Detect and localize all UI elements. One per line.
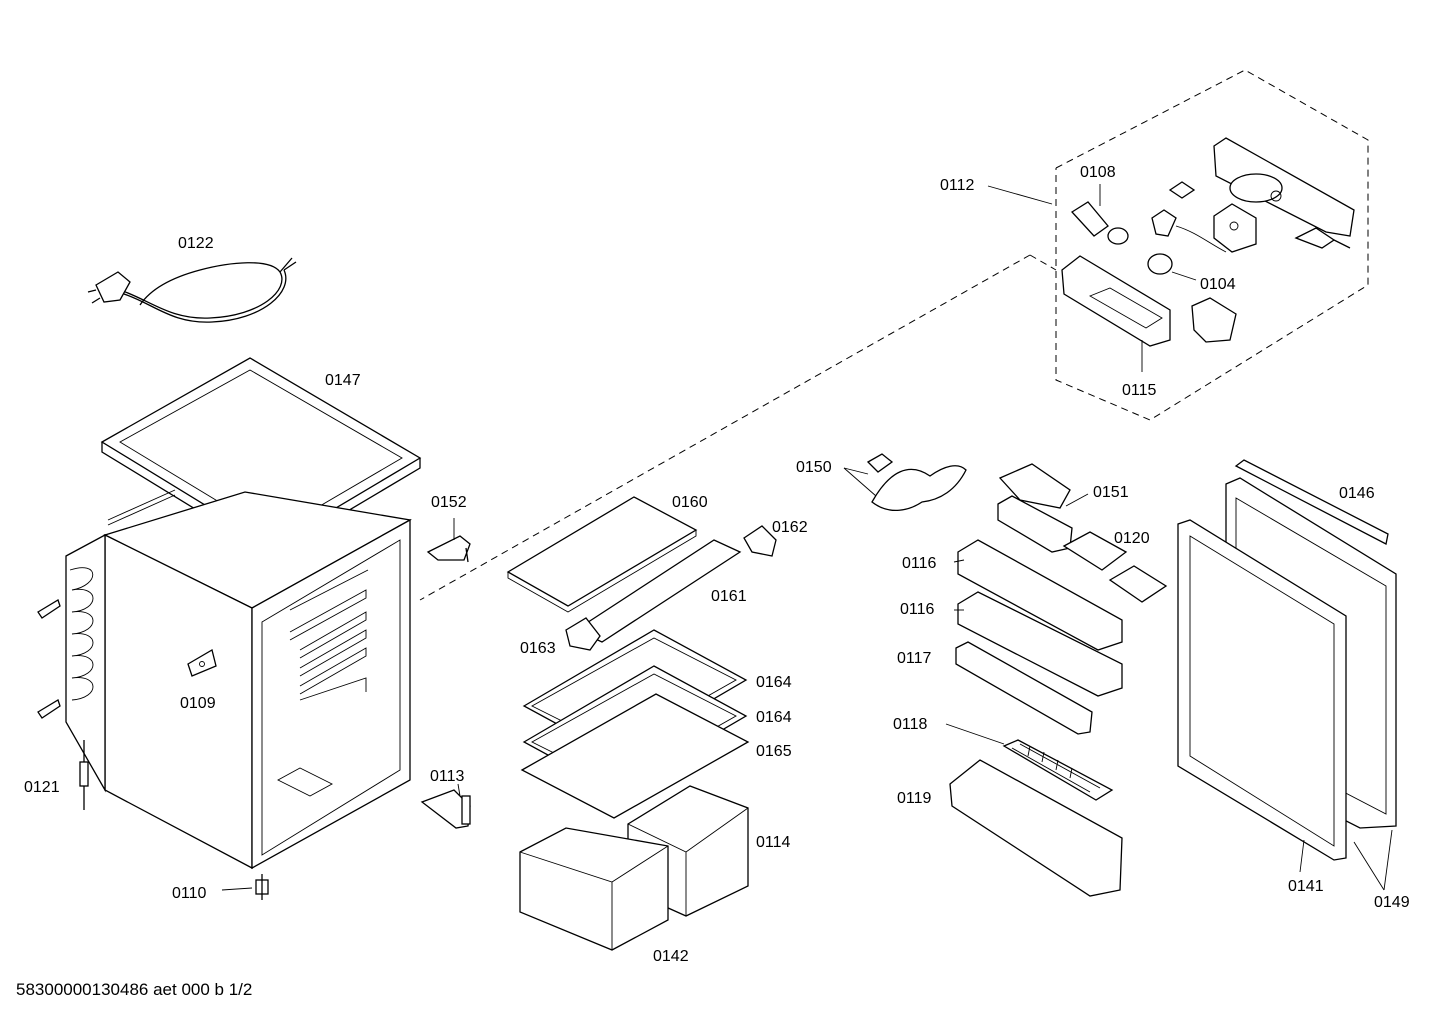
label-0108: 0108 — [1080, 164, 1116, 181]
label-0117: 0117 — [897, 650, 932, 667]
label-0164-lower: 0164 — [756, 709, 792, 726]
door-shelves-drawing — [949, 539, 1123, 897]
label-0151: 0151 — [1093, 484, 1129, 501]
label-0161: 0161 — [711, 588, 747, 605]
label-0114: 0114 — [756, 834, 791, 851]
power-cord-drawing — [87, 257, 297, 323]
leader-lines — [221, 184, 1393, 891]
drawers-drawing — [519, 785, 749, 951]
control-unit-drawing — [1061, 137, 1355, 347]
label-0147: 0147 — [325, 372, 361, 389]
detail-group-outline — [419, 69, 1369, 601]
label-0116-upper: 0116 — [902, 555, 937, 572]
label-0149: 0149 — [1374, 894, 1410, 911]
label-0141: 0141 — [1288, 878, 1324, 895]
label-0109: 0109 — [180, 695, 216, 712]
label-0110: 0110 — [172, 885, 207, 902]
document-code: 58300000130486 aet 000 b 1/2 — [16, 980, 253, 999]
label-0122: 0122 — [178, 235, 214, 252]
label-0142: 0142 — [653, 948, 689, 965]
label-0162: 0162 — [772, 519, 808, 536]
label-0113: 0113 — [430, 768, 465, 785]
label-0165: 0165 — [756, 743, 792, 760]
label-0104: 0104 — [1200, 276, 1236, 293]
label-0163: 0163 — [520, 640, 556, 657]
shelves-drawing — [506, 496, 777, 819]
hinge-parts-drawing — [420, 535, 471, 829]
door-small-parts-drawing — [866, 453, 1168, 603]
label-0152: 0152 — [431, 494, 467, 511]
label-0112: 0112 — [940, 177, 975, 194]
label-0120: 0120 — [1114, 530, 1150, 547]
label-0115: 0115 — [1122, 382, 1157, 399]
label-0119: 0119 — [897, 790, 932, 807]
part-labels: 0122 0147 0152 0109 0121 0110 0113 0160 … — [24, 164, 1410, 965]
label-0146: 0146 — [1339, 485, 1375, 502]
cabinet-drawing — [37, 489, 412, 900]
label-0160: 0160 — [672, 494, 708, 511]
label-0150: 0150 — [796, 459, 832, 476]
label-0164-upper: 0164 — [756, 674, 792, 691]
door-drawing — [1177, 459, 1397, 861]
label-0118: 0118 — [893, 716, 928, 733]
label-0121: 0121 — [24, 779, 60, 796]
label-0116-lower: 0116 — [900, 601, 935, 618]
